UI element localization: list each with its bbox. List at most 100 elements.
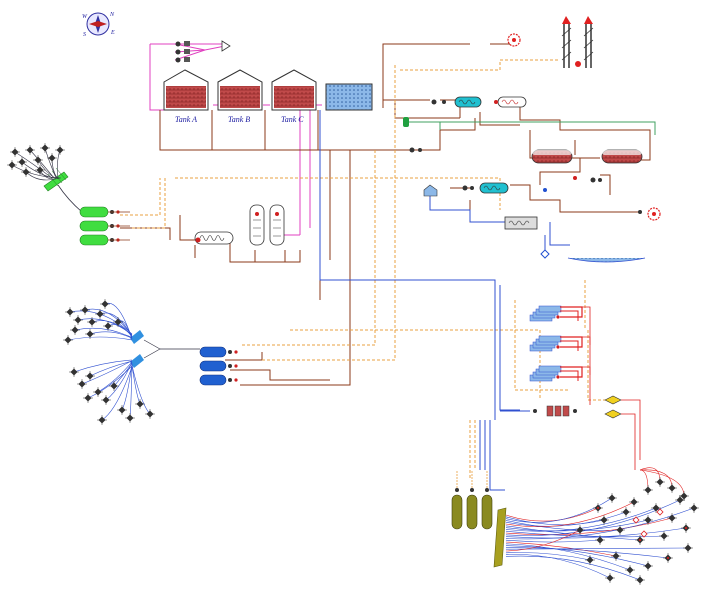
water-tank[interactable] <box>325 83 373 111</box>
wellhead-icon[interactable] <box>135 399 145 409</box>
wellhead-icon[interactable] <box>69 367 79 377</box>
separator-train-green[interactable] <box>79 206 130 246</box>
wellhead-icon[interactable] <box>35 165 45 175</box>
wellhead-icon[interactable] <box>585 555 595 565</box>
wellhead-icon[interactable] <box>625 565 635 575</box>
wellhead-icon[interactable] <box>95 309 105 319</box>
wellhead-icon[interactable] <box>683 543 693 553</box>
flare-stack-icon <box>561 16 594 68</box>
compass-east: E <box>110 30 115 36</box>
wellhead-icon[interactable] <box>655 477 665 487</box>
wellhead-icon[interactable] <box>93 387 103 397</box>
heater-coil[interactable] <box>194 96 527 245</box>
wellhead-icon[interactable] <box>643 561 653 571</box>
tank-b-label: Tank B <box>228 115 250 124</box>
heater-treater-train[interactable] <box>529 305 591 405</box>
storage-tank-c[interactable] <box>271 69 317 111</box>
chemical-pumps <box>175 40 231 63</box>
storage-tank-a[interactable] <box>163 69 209 111</box>
wellhead-icon[interactable] <box>77 379 87 389</box>
wellhead-icon[interactable] <box>675 495 685 505</box>
production-separator[interactable] <box>531 149 643 164</box>
wellhead-icon[interactable] <box>663 553 673 563</box>
wellhead-icon[interactable] <box>73 315 83 325</box>
wellhead-icon[interactable] <box>667 483 677 493</box>
wellhead-icon[interactable] <box>651 503 661 513</box>
wellhead-icon[interactable] <box>103 321 113 331</box>
wellhead-icon[interactable] <box>10 147 20 157</box>
wellhead-icon[interactable] <box>643 485 653 495</box>
wellhead-icon[interactable] <box>55 145 65 155</box>
wellhead-icon[interactable] <box>629 497 639 507</box>
separator-train-blue[interactable] <box>199 346 238 386</box>
wellheads-group-3 <box>575 477 699 585</box>
wellhead-icon[interactable] <box>25 145 35 155</box>
wellhead-icon[interactable] <box>659 531 669 541</box>
inlet-manifold-green[interactable] <box>43 167 69 192</box>
tank-a-label: Tank A <box>175 115 197 124</box>
wellhead-icon[interactable] <box>593 503 603 513</box>
wellhead-icon[interactable] <box>611 551 621 561</box>
heat-exchanger[interactable] <box>454 96 509 194</box>
wellhead-icon[interactable] <box>605 573 615 583</box>
wellhead-icon[interactable] <box>667 513 677 523</box>
wellhead-icon[interactable] <box>47 153 57 163</box>
flowlines-group-1 <box>11 147 83 213</box>
wellhead-icon[interactable] <box>70 325 80 335</box>
wellhead-icon[interactable] <box>635 575 645 585</box>
wellhead-icon[interactable] <box>679 491 689 501</box>
valve-cluster <box>533 405 577 417</box>
production-header[interactable] <box>493 507 507 568</box>
wellhead-icon[interactable] <box>85 371 95 381</box>
tank-c-label: Tank C <box>281 115 304 124</box>
pump-icons <box>409 99 642 214</box>
wellhead-icon[interactable] <box>113 317 123 327</box>
compass-south: S <box>83 32 86 38</box>
wellhead-icon[interactable] <box>17 157 27 167</box>
disposal-pit <box>540 249 646 263</box>
wellhead-icon[interactable] <box>21 167 31 177</box>
wellhead-icon[interactable] <box>595 535 605 545</box>
wellhead-icon[interactable] <box>635 535 645 545</box>
wellhead-icon[interactable] <box>97 415 107 425</box>
wellhead-icon[interactable] <box>80 305 90 315</box>
water-lines <box>319 110 570 491</box>
wellhead-icon[interactable] <box>33 155 43 165</box>
wellhead-icon[interactable] <box>599 515 609 525</box>
wellhead-icon[interactable] <box>40 143 50 153</box>
wellhead-icon[interactable] <box>689 503 699 513</box>
wellhead-icon[interactable] <box>87 317 97 327</box>
vertical-treater[interactable] <box>249 204 285 246</box>
wellhead-icon[interactable] <box>85 329 95 339</box>
wellhead-icon[interactable] <box>607 493 617 503</box>
flare-burner-icon <box>507 33 661 221</box>
flowlines-group-3 <box>505 467 695 581</box>
wellhead-icon[interactable] <box>145 409 155 419</box>
export-line <box>405 121 656 135</box>
compass-north: N <box>109 12 115 18</box>
small-tank-icon <box>423 184 438 197</box>
wellhead-icon[interactable] <box>621 507 631 517</box>
separator-train-olive[interactable] <box>451 470 493 530</box>
wellhead-icon[interactable] <box>615 525 625 535</box>
wellhead-icon[interactable] <box>117 405 127 415</box>
wellhead-icon[interactable] <box>109 381 119 391</box>
wellhead-icon[interactable] <box>643 515 653 525</box>
wellhead-icon[interactable] <box>575 525 585 535</box>
wellhead-icon[interactable] <box>65 307 75 317</box>
wellhead-icon[interactable] <box>125 413 135 423</box>
wellhead-icon[interactable] <box>83 393 93 403</box>
wellhead-icon[interactable] <box>100 299 110 309</box>
inlet-manifold-blue[interactable] <box>130 330 200 368</box>
wellheads-group-1 <box>7 143 65 177</box>
compass-west: W <box>82 14 88 20</box>
water-filter[interactable] <box>504 216 538 230</box>
wellhead-icon[interactable] <box>681 523 691 533</box>
wellhead-icon[interactable] <box>63 335 73 345</box>
wellhead-icon[interactable] <box>101 395 111 405</box>
storage-tank-b[interactable] <box>217 69 263 111</box>
gas-compressor[interactable] <box>604 395 641 470</box>
wellhead-icon[interactable] <box>7 160 17 170</box>
